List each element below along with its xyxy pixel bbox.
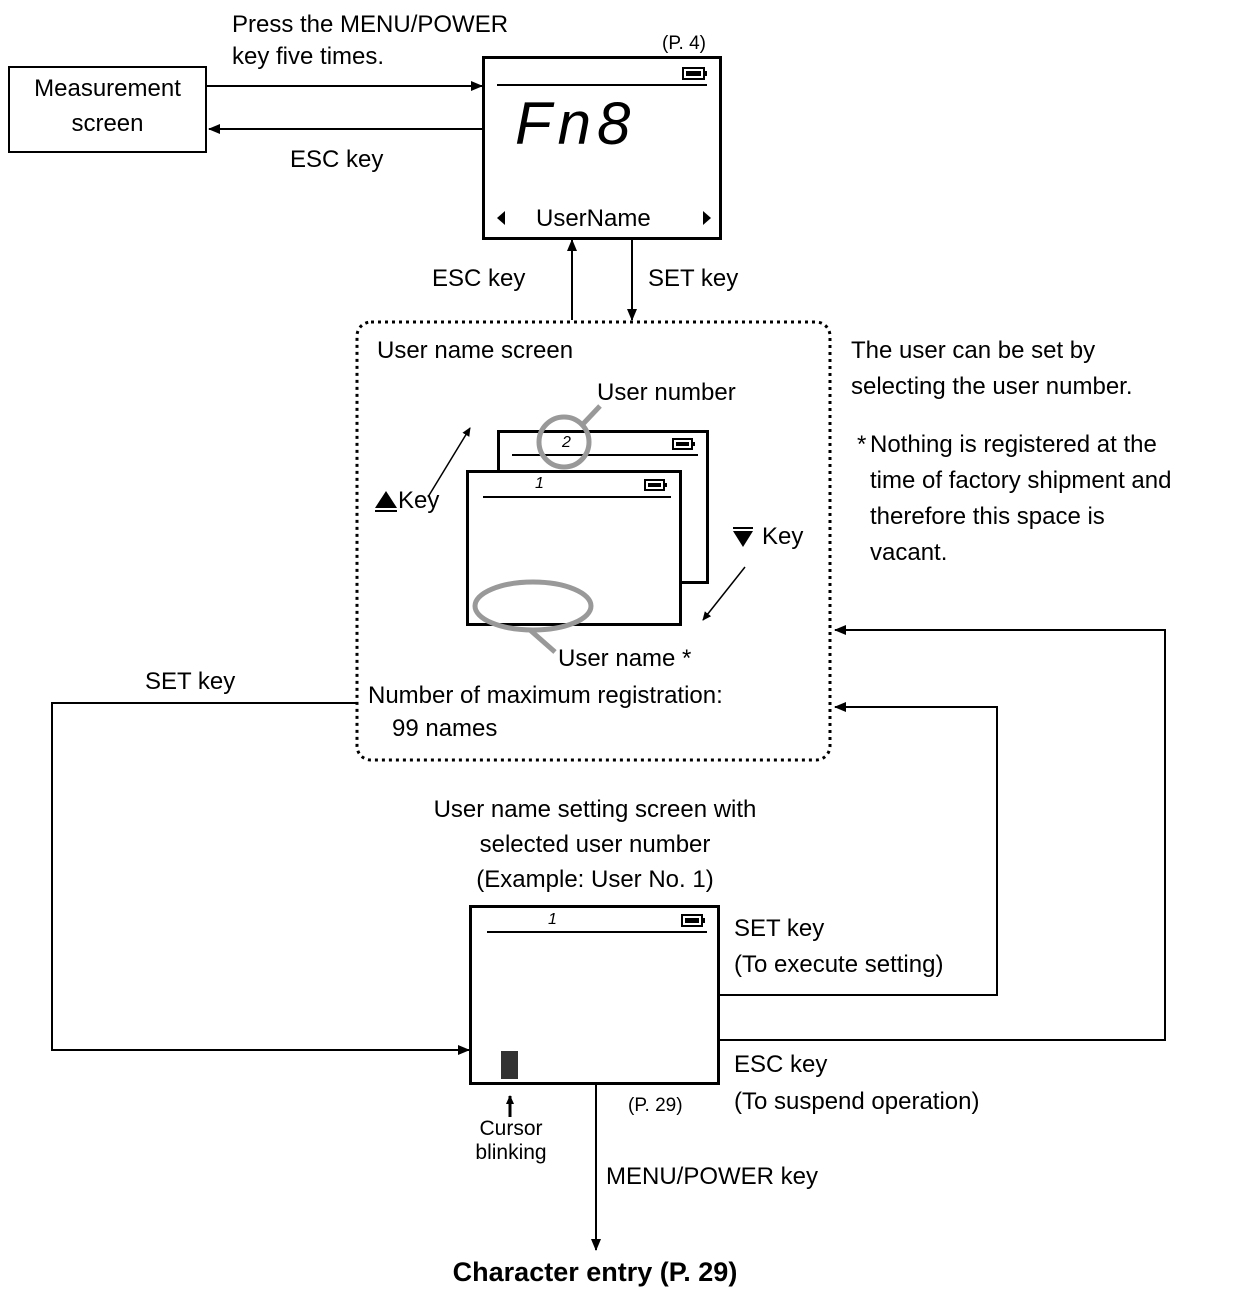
up-triangle-underline [375,510,397,512]
cursor-label-line-2: blinking [475,1141,547,1164]
front-display-number: 1 [535,475,544,492]
battery-icon [681,914,705,927]
setting-display-graphics [487,914,707,933]
esc-key-suspend-line-1: ESC key [734,1051,828,1078]
setting-caption-line-1: User name setting screen with [433,796,757,823]
esc-key-top-label: ESC key [290,146,384,173]
setting-caption-line-3: (Example: User No. 1) [476,866,714,893]
arrow-down-key [702,566,746,621]
max-registration-line-2: 99 names [392,715,498,742]
measurement-screen-box: Measurement screen [8,66,207,153]
user-name-label: User name * [558,645,692,672]
battery-icon [672,438,695,450]
footnote-line-2: time of factory shipment and [870,467,1172,494]
fn8-display: Fn8 UserName [482,56,722,240]
user-number-magnifier-icon [536,414,592,470]
footnote-line-3: therefore this space is [870,503,1105,530]
character-entry-label: Character entry (P. 29) [452,1257,738,1287]
right-arrow-icon [703,211,711,225]
footnote-mark: * [857,431,867,458]
menu-power-key-label: MENU/POWER key [606,1163,819,1190]
user-name-screen-region [355,320,832,762]
up-triangle-icon [375,491,397,508]
footnote-line-4: vacant. [870,539,948,566]
fn-label: UserName [536,205,651,232]
setting-caption-line-2: selected user number [479,831,711,858]
arrow-esc-suspend-loop [720,625,1166,1041]
text-cursor [501,1051,518,1079]
arrow-up-key [427,427,471,498]
page-ref-p29: (P. 29) [628,1095,683,1116]
arrow-set-left-loop [51,702,470,1055]
press-menu-line-1: Press the MENU/POWER [232,11,509,38]
fn8-display-graphics [497,67,707,86]
press-menu-line-2: key five times. [232,43,385,70]
user-name-screen-title: User name screen [377,337,574,364]
footnote-line-1: Nothing is registered at the [870,431,1157,458]
setting-display-number: 1 [548,911,557,928]
arrow-set-execute-loop [720,702,998,996]
fn-code: Fn8 [515,90,637,157]
page-ref-p4: (P. 4) [662,33,707,54]
esc-key-up-label: ESC key [432,265,526,292]
measurement-line-2: screen [71,110,144,137]
user-name-magnifier-icon [472,579,594,633]
cursor-label-line-1: Cursor [479,1117,543,1140]
esc-key-suspend-line-2: (To suspend operation) [734,1088,980,1115]
front-display-graphics [483,479,671,498]
setting-display: 1 [469,905,720,1085]
right-note-line-1: The user can be set by [851,337,1096,364]
battery-icon [682,67,707,80]
battery-icon [644,479,667,491]
set-key-down-label: SET key [648,265,739,292]
back-display-number: 2 [562,434,571,451]
max-registration-line-1: Number of maximum registration: [368,682,723,709]
set-key-execute-line-1: SET key [734,915,825,942]
measurement-line-1: Measurement [34,75,181,102]
left-arrow-icon [497,211,505,225]
set-key-execute-line-2: (To execute setting) [734,951,944,978]
down-triangle-icon [733,531,753,547]
right-note-line-2: selecting the user number. [851,373,1133,400]
user-number-label: User number [597,379,736,406]
up-key-label: Key [398,487,440,514]
set-key-left-label: SET key [145,668,236,695]
down-key-label: Key [762,523,804,550]
down-triangle-overline [733,527,753,529]
